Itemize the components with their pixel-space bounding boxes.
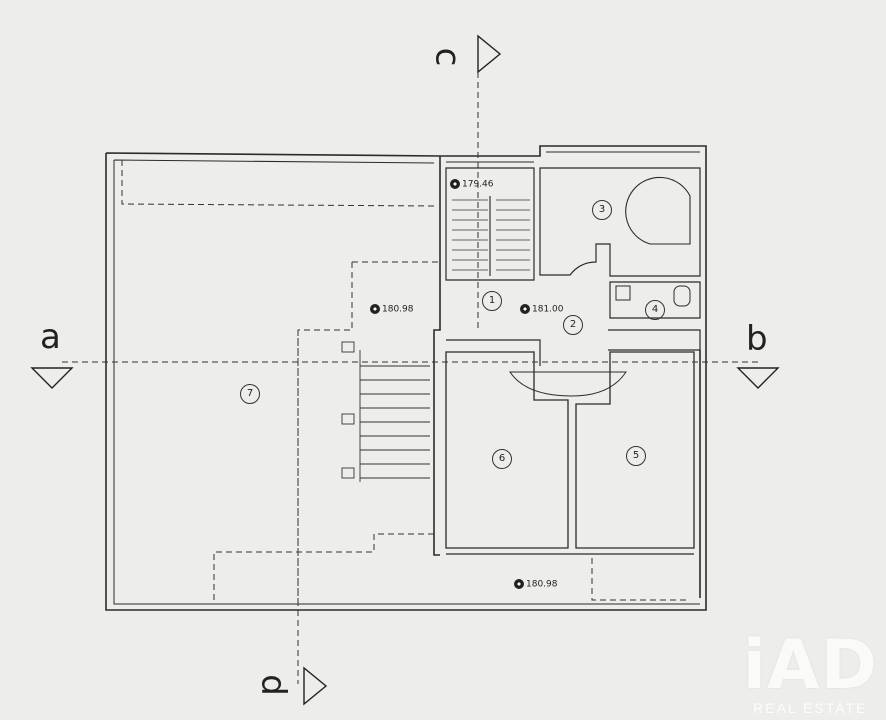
section-label-d: d: [252, 674, 293, 696]
core-wall-top-inner: [446, 151, 700, 163]
level-terrace: 180.98: [370, 304, 414, 315]
outer-wall-inner: [113, 159, 700, 605]
core-right-wall: [699, 340, 707, 598]
section-arrows: [30, 34, 780, 706]
wc-walls: [609, 281, 701, 319]
section-label-b: b: [746, 319, 768, 359]
terrace-steps: [341, 341, 430, 482]
iad-watermark: iAD REAL ESTATE: [742, 626, 878, 717]
stair-flights: [452, 196, 530, 276]
room-number-4: 4: [645, 300, 665, 320]
door-swing: [509, 371, 627, 397]
basin: [615, 285, 631, 301]
hall-wall: [446, 329, 701, 366]
level-marker-icon: [514, 579, 524, 589]
level-marker-icon: [450, 179, 460, 189]
level-hall: 181.00: [520, 304, 564, 315]
room-number-1: 1: [482, 291, 502, 311]
level-stair: 179.46: [450, 179, 494, 190]
level-terrace-value: 180.98: [382, 304, 414, 315]
room-number-3: 3: [592, 200, 612, 220]
bedroom-5: [575, 351, 695, 549]
dashed-lines: [62, 42, 760, 684]
watermark-logo: iAD: [742, 626, 878, 705]
level-marker-icon: [520, 304, 530, 314]
arrow-d: [303, 666, 328, 706]
level-bottom-value: 180.98: [526, 579, 558, 590]
room-number-5: 5: [626, 446, 646, 466]
section-label-a: a: [40, 317, 61, 357]
outer-wall: [105, 152, 707, 611]
bedroom-6: [445, 351, 569, 549]
level-marker-icon: [370, 304, 380, 314]
watermark-subtitle: REAL ESTATE: [753, 700, 868, 716]
room-number-2: 2: [563, 315, 583, 335]
room-number-7: 7: [240, 384, 260, 404]
core-wall-top: [440, 145, 707, 340]
section-label-c: c: [427, 47, 468, 67]
bath-walls: [539, 167, 701, 277]
level-hall-value: 181.00: [532, 304, 564, 315]
toilet: [673, 285, 691, 307]
shower-curve: [625, 176, 691, 245]
arrow-c: [477, 34, 502, 74]
level-stair-value: 179.46: [462, 179, 494, 190]
core-wall-left: [433, 156, 441, 556]
room-number-6: 6: [492, 449, 512, 469]
stair-box: [445, 167, 535, 281]
level-bottom: 180.98: [514, 579, 558, 590]
section-line-cd: [297, 42, 479, 684]
arrow-b: [736, 367, 780, 389]
arrow-a: [30, 367, 74, 389]
